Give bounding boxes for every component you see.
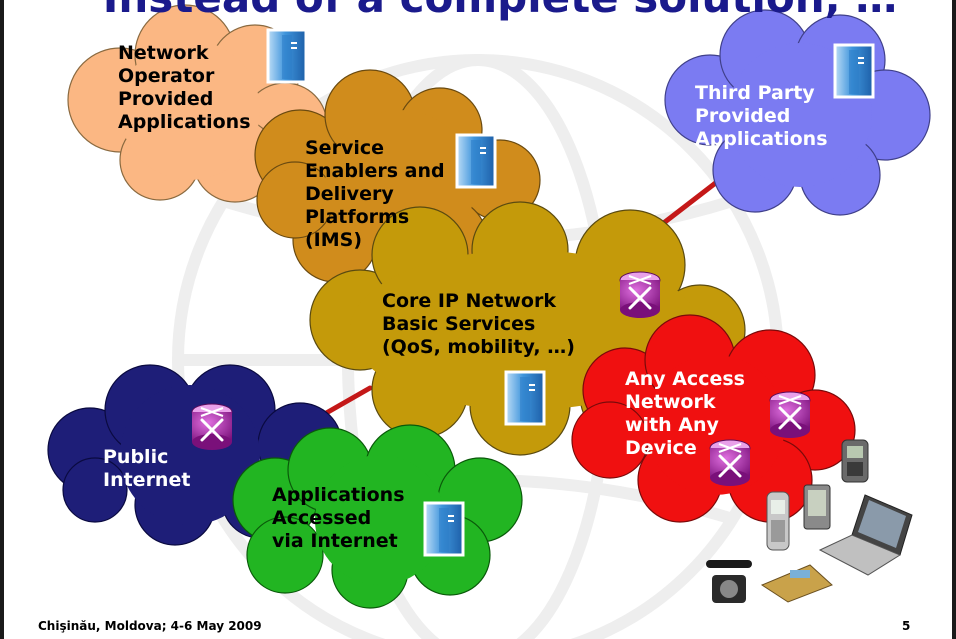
desk-phone-icon xyxy=(760,564,833,603)
cell-phone-icon xyxy=(766,491,790,551)
slide-border-right xyxy=(952,0,956,639)
server-icon xyxy=(423,501,465,557)
cloud-label-line: Enablers and xyxy=(305,160,445,182)
cloud-label-line: Applications xyxy=(272,484,405,506)
cloud-label-line: Network xyxy=(118,42,209,64)
cloud-label-line: Applications xyxy=(118,111,251,133)
cloud-label-line: Applications xyxy=(695,128,828,150)
cloud-label-line: Device xyxy=(625,437,697,459)
cloud-label-line: Basic Services xyxy=(382,313,536,335)
cloud-label-line: Public xyxy=(103,446,169,468)
cloud-label-line: Delivery xyxy=(305,183,394,205)
server-icon xyxy=(833,43,875,99)
cloud-label-line: via Internet xyxy=(272,530,398,552)
router-icon xyxy=(190,402,234,452)
label-network-operator: Network Operator Provided Applications xyxy=(118,42,251,134)
vintage-phone-icon xyxy=(706,560,752,603)
palm-pda-icon xyxy=(803,484,831,530)
cloud-label-line: Operator xyxy=(118,65,215,87)
router-icon xyxy=(618,270,662,320)
cloud-label-line: Provided xyxy=(118,88,214,110)
cloud-label-line: with Any xyxy=(625,414,719,436)
cloud-label-line: Provided xyxy=(695,105,791,127)
server-icon xyxy=(455,133,497,189)
cloud-label-line: Network xyxy=(625,391,716,413)
cloud-label-line: (IMS) xyxy=(305,229,363,251)
cloud-label-line: (QoS, mobility, …) xyxy=(382,336,575,358)
label-service-enablers: Service Enablers and Delivery Platforms … xyxy=(305,137,445,252)
cloud-label-line: Third Party xyxy=(695,82,815,104)
laptop-icon xyxy=(818,494,913,576)
cloud-label-line: Platforms xyxy=(305,206,410,228)
label-applications-internet: Applications Accessed via Internet xyxy=(272,484,405,553)
cloud-label-line: Internet xyxy=(103,469,191,491)
cloud-label-line: Any Access xyxy=(625,368,745,390)
cloud-label-line: Service xyxy=(305,137,384,159)
label-third-party: Third Party Provided Applications xyxy=(695,82,828,151)
slide-title: Instead of a complete solution, … xyxy=(60,0,940,22)
footer-location-date: Chişinău, Moldova; 4-6 May 2009 xyxy=(38,619,262,633)
cloud-label-line: Accessed xyxy=(272,507,372,529)
label-any-access: Any Access Network with Any Device xyxy=(625,368,745,460)
router-icon xyxy=(768,390,812,440)
slide-border-left xyxy=(0,0,4,639)
label-public-internet: Public Internet xyxy=(103,446,190,492)
page-number: 5 xyxy=(902,619,911,633)
server-icon xyxy=(504,370,546,426)
label-core-ip: Core IP Network Basic Services (QoS, mob… xyxy=(382,290,575,359)
pda-icon xyxy=(841,439,869,483)
server-icon xyxy=(266,28,308,84)
cloud-label-line: Core IP Network xyxy=(382,290,556,312)
